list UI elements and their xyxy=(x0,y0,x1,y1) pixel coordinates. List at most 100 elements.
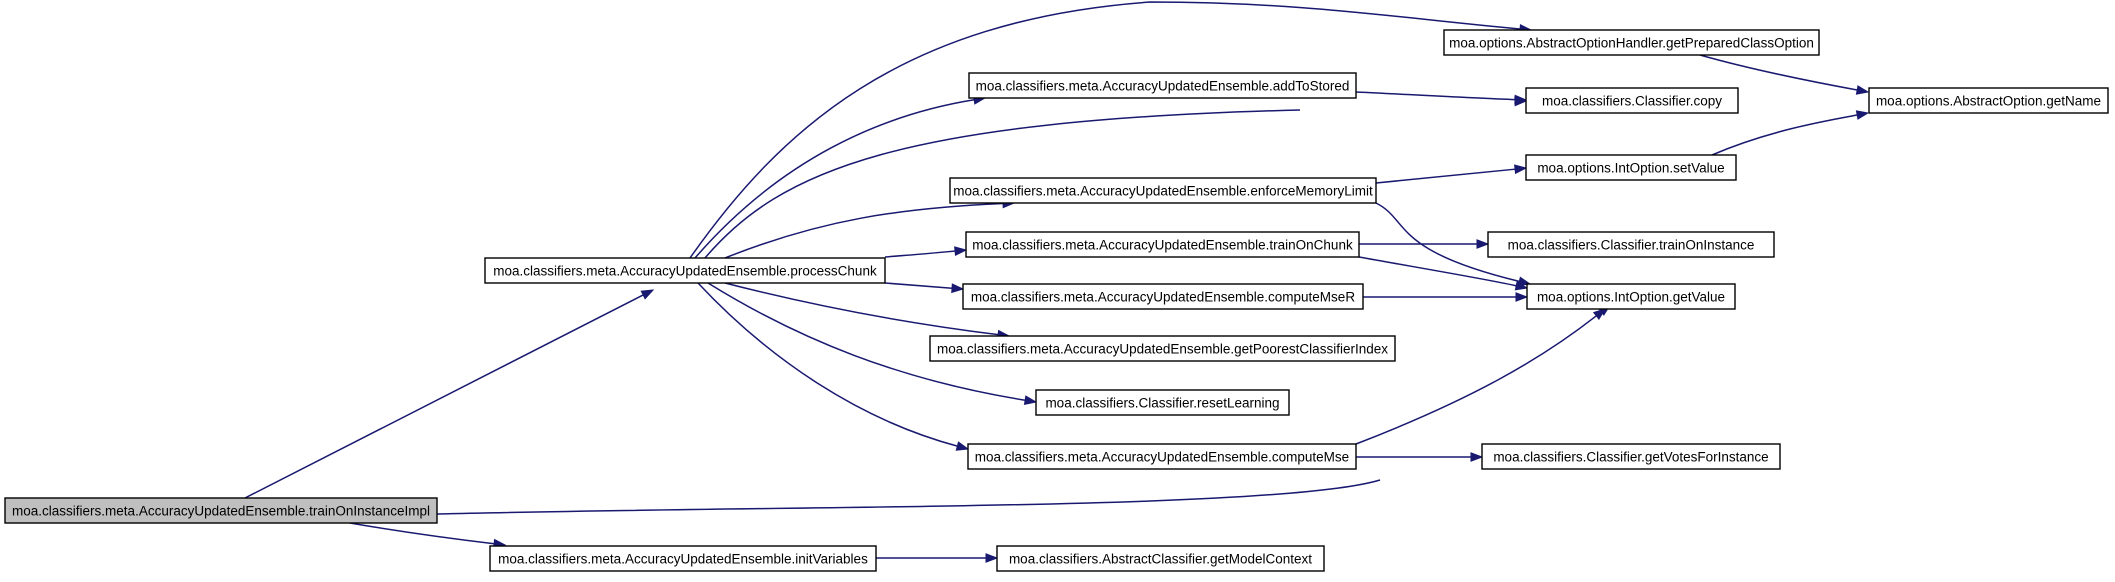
arrowhead-icon xyxy=(1514,94,1528,105)
node-box xyxy=(968,72,1357,99)
edge-line xyxy=(244,294,644,499)
edge-setValue-to-getName xyxy=(1711,110,1870,156)
node-box xyxy=(965,231,1360,258)
edge-line xyxy=(884,282,953,289)
arrowhead-icon xyxy=(954,246,968,257)
edge-trainOnChunk-to-getValue xyxy=(1358,256,1529,291)
edge-processChunk-to-resetLearning xyxy=(707,282,1038,406)
node-box xyxy=(962,283,1364,310)
edge-line xyxy=(1355,315,1597,445)
edge-line xyxy=(694,99,975,259)
node-label: moa.classifiers.meta.AccuracyUpdatedEnse… xyxy=(12,504,430,519)
arrowhead-icon xyxy=(955,441,970,451)
node-label: moa.classifiers.meta.AccuracyUpdatedEnse… xyxy=(953,184,1373,199)
node-getPreparedClassOption[interactable]: moa.options.AbstractOptionHandler.getPre… xyxy=(1443,29,1820,56)
node-label: moa.options.AbstractOption.getName xyxy=(1876,94,2101,109)
node-box xyxy=(949,177,1377,204)
node-box xyxy=(1481,443,1781,470)
arrowhead-icon xyxy=(1855,110,1870,120)
node-label: moa.classifiers.Classifier.getVotesForIn… xyxy=(1493,450,1768,465)
arrowhead-icon xyxy=(951,283,965,294)
edge-line xyxy=(1711,114,1858,156)
edge-line xyxy=(689,1,1521,259)
node-box xyxy=(1443,29,1820,56)
node-getValue[interactable]: moa.options.IntOption.getValue xyxy=(1526,283,1736,310)
node-box xyxy=(1525,154,1737,181)
node-label: moa.classifiers.Classifier.copy xyxy=(1542,94,1722,109)
node-computeMse[interactable]: moa.classifiers.meta.AccuracyUpdatedEnse… xyxy=(967,443,1357,470)
node-trainOnChunk[interactable]: moa.classifiers.meta.AccuracyUpdatedEnse… xyxy=(965,231,1360,258)
node-getModelContext[interactable]: moa.classifiers.AbstractClassifier.getMo… xyxy=(996,545,1325,572)
edge-enforceMemoryLimit-to-setValue xyxy=(1375,164,1528,184)
node-processChunk[interactable]: moa.classifiers.meta.AccuracyUpdatedEnse… xyxy=(484,257,886,284)
node-label: moa.options.IntOption.setValue xyxy=(1537,161,1724,176)
node-label: moa.classifiers.meta.AccuracyUpdatedEnse… xyxy=(498,552,868,567)
node-label: moa.classifiers.meta.AccuracyUpdatedEnse… xyxy=(972,238,1353,253)
node-box xyxy=(1525,87,1739,114)
edge-line xyxy=(724,202,1004,259)
node-label: moa.classifiers.meta.AccuracyUpdatedEnse… xyxy=(937,342,1388,357)
edge-line xyxy=(707,282,1026,401)
edge-computeMse-to-getVotesForInstance xyxy=(1355,452,1484,462)
node-box xyxy=(489,545,877,572)
edge-line xyxy=(1358,256,1517,287)
edge-getPreparedClassOption-to-getName xyxy=(1699,54,1870,95)
arrowhead-icon xyxy=(1514,164,1528,175)
node-label: moa.classifiers.meta.AccuracyUpdatedEnse… xyxy=(975,450,1349,465)
node-label: moa.classifiers.Classifier.resetLearning xyxy=(1045,396,1279,411)
edge-processChunk-to-trainOnChunk xyxy=(884,246,968,258)
node-getName[interactable]: moa.options.AbstractOption.getName xyxy=(1868,87,2109,114)
node-computeMseR[interactable]: moa.classifiers.meta.AccuracyUpdatedEnse… xyxy=(962,283,1364,310)
node-addToStored[interactable]: moa.classifiers.meta.AccuracyUpdatedEnse… xyxy=(968,72,1357,99)
arrowhead-icon xyxy=(1514,280,1529,291)
edge-line xyxy=(1699,54,1858,91)
arrowhead-icon xyxy=(1855,85,1870,95)
edge-line xyxy=(884,250,956,258)
node-label: moa.classifiers.meta.AccuracyUpdatedEnse… xyxy=(976,79,1350,94)
edge-processChunk-to-addToStored xyxy=(694,94,987,259)
node-box xyxy=(4,497,438,524)
edges-layer xyxy=(244,1,1870,563)
arrowhead-icon xyxy=(1515,292,1529,302)
edge-line xyxy=(704,109,1301,259)
edge-processChunk-to-getPreparedClassOption xyxy=(689,1,1533,259)
node-trainOnInstanceImpl: moa.classifiers.meta.AccuracyUpdatedEnse… xyxy=(4,497,438,524)
edge-initVariables-to-getModelContext xyxy=(876,553,999,563)
node-label: moa.options.AbstractOptionHandler.getPre… xyxy=(1449,36,1814,51)
edge-processChunk-to-computeMseR xyxy=(884,282,965,294)
node-box xyxy=(1868,87,2109,114)
node-getVotesForInstance[interactable]: moa.classifiers.Classifier.getVotesForIn… xyxy=(1481,443,1781,470)
node-box xyxy=(929,335,1396,362)
arrowhead-icon xyxy=(1476,239,1490,249)
node-trainOnInstance[interactable]: moa.classifiers.Classifier.trainOnInstan… xyxy=(1487,231,1775,258)
node-enforceMemoryLimit[interactable]: moa.classifiers.meta.AccuracyUpdatedEnse… xyxy=(949,177,1377,204)
node-label: moa.classifiers.AbstractClassifier.getMo… xyxy=(1009,552,1312,567)
arrowhead-icon xyxy=(1023,395,1038,406)
edge-line xyxy=(349,522,495,545)
edge-computeMseR-to-getValue xyxy=(1363,292,1529,302)
edge-line xyxy=(697,282,958,447)
edge-line xyxy=(1375,202,1520,283)
node-copy[interactable]: moa.classifiers.Classifier.copy xyxy=(1525,87,1739,114)
node-initVariables[interactable]: moa.classifiers.meta.AccuracyUpdatedEnse… xyxy=(489,545,877,572)
node-box xyxy=(1035,389,1290,416)
node-box xyxy=(996,545,1325,572)
arrowhead-icon xyxy=(985,553,999,563)
node-box xyxy=(1526,283,1736,310)
edge-line xyxy=(724,282,999,336)
arrowhead-icon xyxy=(1592,308,1607,320)
node-label: moa.options.IntOption.getValue xyxy=(1537,290,1725,305)
node-resetLearning[interactable]: moa.classifiers.Classifier.resetLearning xyxy=(1035,389,1290,416)
node-getPoorestClassifierIndex[interactable]: moa.classifiers.meta.AccuracyUpdatedEnse… xyxy=(929,335,1396,362)
arrowhead-icon xyxy=(1470,452,1484,462)
edge-trainOnChunk-to-trainOnInstance xyxy=(1359,239,1490,249)
edge-trainOnInstanceImpl-to-processChunk xyxy=(244,289,655,499)
edge-line xyxy=(1375,168,1516,184)
node-setValue[interactable]: moa.options.IntOption.setValue xyxy=(1525,154,1737,181)
node-box xyxy=(1487,231,1775,258)
edge-line xyxy=(436,479,1381,515)
edge-trainOnInstanceImpl-to-initVariables xyxy=(349,522,507,549)
node-label: moa.classifiers.meta.AccuracyUpdatedEnse… xyxy=(493,264,877,279)
node-box xyxy=(967,443,1357,470)
